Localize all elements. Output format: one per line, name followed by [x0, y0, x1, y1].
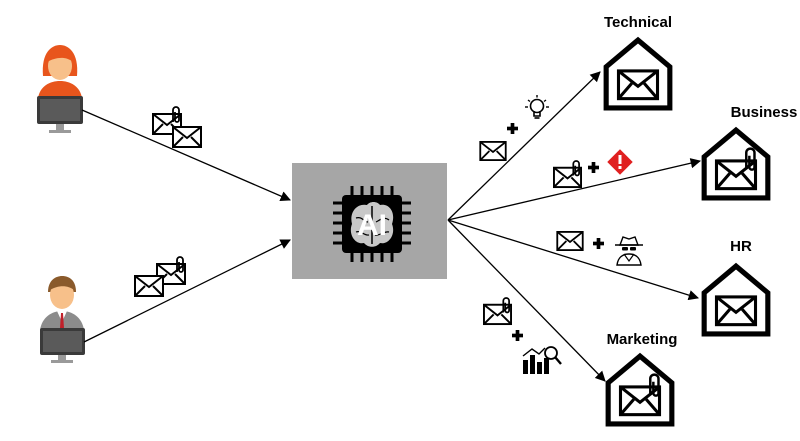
- arrow-ai-to-marketing: [447, 219, 606, 382]
- plus-icon: [593, 238, 604, 249]
- mailbox-icon: [704, 266, 768, 334]
- routing-hint-business: [553, 149, 633, 189]
- plus-icon: [588, 162, 599, 173]
- incoming-emails-top: [152, 106, 202, 148]
- arrow-ai-to-business: [447, 158, 702, 221]
- chart-magnifier-icon: [522, 346, 562, 374]
- department-technical: Technical: [604, 14, 672, 108]
- department-label-business: Business: [731, 104, 798, 121]
- sender-woman: [37, 45, 83, 133]
- ai-label: AI: [357, 209, 387, 242]
- spy-icon: [615, 236, 643, 266]
- department-label-marketing: Marketing: [607, 331, 678, 348]
- department-marketing: Marketing: [607, 331, 678, 424]
- arrow-man-to-ai: [83, 239, 291, 343]
- routing-hint-hr: [556, 231, 643, 266]
- lightbulb-icon: [525, 95, 549, 119]
- department-hr: HR: [704, 238, 768, 334]
- woman-at-computer-icon: [37, 45, 83, 133]
- incoming-emails-bottom: [134, 256, 186, 297]
- warning-diamond-icon: [607, 149, 633, 175]
- mailbox-icon: [608, 356, 672, 424]
- ai-chip-icon: AI: [333, 186, 411, 262]
- mailbox-icon: [606, 40, 670, 108]
- arrow-ai-to-hr: [447, 219, 699, 301]
- plus-icon: [512, 330, 523, 341]
- routing-hint-marketing: [483, 297, 562, 374]
- routing-hint-technical: [479, 95, 549, 161]
- email-clip-icon: [483, 297, 512, 326]
- arrow-ai-to-technical: [447, 71, 601, 221]
- department-label-technical: Technical: [604, 14, 672, 31]
- email-icon: [556, 231, 584, 251]
- email-icon: [172, 126, 202, 148]
- man-at-computer-icon: [40, 276, 85, 363]
- department-business: Business: [704, 104, 797, 198]
- sender-man: [40, 276, 85, 363]
- department-label-hr: HR: [730, 238, 752, 255]
- ai-processor: AI: [292, 163, 447, 279]
- arrow-woman-to-ai: [81, 109, 291, 202]
- mailbox-icon: [704, 130, 768, 198]
- plus-icon: [507, 123, 518, 134]
- email-icon: [479, 141, 507, 161]
- email-icon: [134, 275, 164, 297]
- email-clip-icon: [553, 160, 582, 189]
